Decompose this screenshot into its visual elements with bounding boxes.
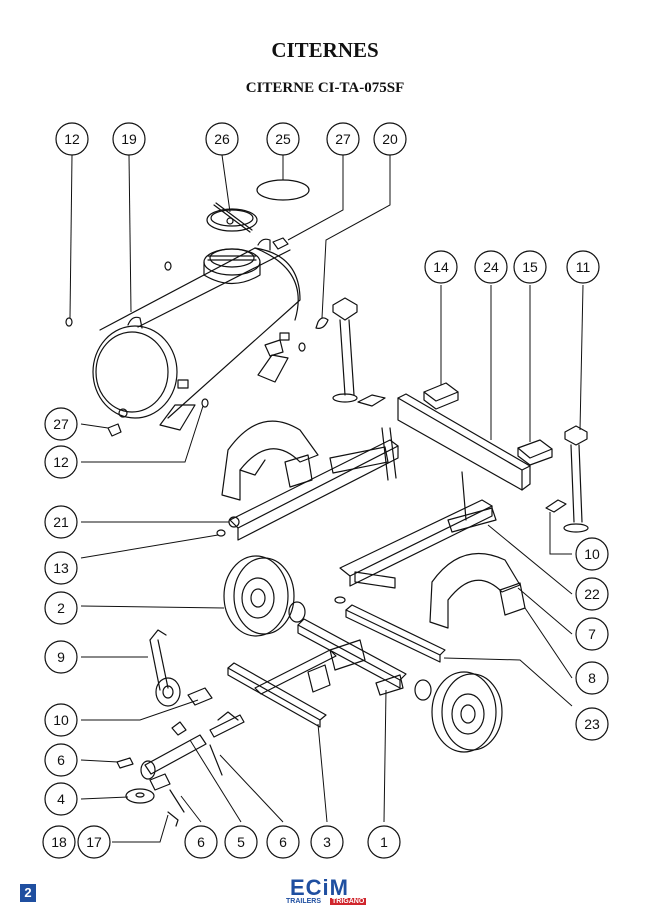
svg-text:19: 19 <box>121 131 137 147</box>
axle-drawing <box>288 601 432 701</box>
drawbar-drawing <box>227 649 337 728</box>
callout-23: 23 <box>575 707 609 741</box>
logo-sub-text: TRAILERS <box>286 898 321 905</box>
svg-text:15: 15 <box>522 259 538 275</box>
svg-text:11: 11 <box>576 259 591 275</box>
callout-9: 9 <box>44 640 78 674</box>
svg-text:23: 23 <box>584 716 600 732</box>
svg-text:27: 27 <box>335 131 351 147</box>
callout-6-left: 6 <box>44 743 78 777</box>
gasket-drawing <box>256 179 310 201</box>
callout-27-left: 27 <box>44 407 78 441</box>
callout-6-bottom-a: 6 <box>184 825 218 859</box>
brand-logo: ECiM TRAILERS TRIGANO <box>284 875 367 909</box>
svg-text:6: 6 <box>279 834 287 850</box>
beam-drawing <box>397 393 531 491</box>
svg-text:22: 22 <box>584 586 600 602</box>
callout-8: 8 <box>575 661 609 695</box>
svg-text:1: 1 <box>380 834 388 850</box>
support-stand-right <box>563 425 589 533</box>
svg-text:27: 27 <box>53 416 69 432</box>
svg-text:13: 13 <box>53 560 69 576</box>
svg-text:18: 18 <box>51 834 67 850</box>
callout-10-left: 10 <box>44 703 78 737</box>
svg-text:8: 8 <box>588 670 596 686</box>
svg-text:17: 17 <box>86 834 102 850</box>
svg-text:21: 21 <box>53 514 69 530</box>
leader-lines <box>69 154 584 843</box>
callout-3: 3 <box>310 825 344 859</box>
frame-22 <box>339 471 497 589</box>
lid-drawing <box>206 202 258 233</box>
svg-text:6: 6 <box>197 834 205 850</box>
callout-17: 17 <box>77 825 111 859</box>
callout-14: 14 <box>424 250 458 284</box>
wheel-left <box>223 555 295 637</box>
svg-text:2: 2 <box>57 600 65 616</box>
page-title: CITERNES <box>271 38 379 62</box>
svg-text:14: 14 <box>433 259 449 275</box>
callout-22: 22 <box>575 577 609 611</box>
callout-27-top: 27 <box>326 122 360 156</box>
svg-text:7: 7 <box>588 626 596 642</box>
page-number: 2 <box>20 884 36 902</box>
svg-text:3: 3 <box>323 834 331 850</box>
callout-21: 21 <box>44 505 78 539</box>
callout-18: 18 <box>42 825 76 859</box>
wheel-right <box>431 671 503 753</box>
callout-12-left: 12 <box>44 445 78 479</box>
svg-text:26: 26 <box>214 131 230 147</box>
svg-text:10: 10 <box>53 712 69 728</box>
svg-text:20: 20 <box>382 131 398 147</box>
jockey-wheel-drawing <box>149 629 213 707</box>
svg-text:24: 24 <box>483 259 499 275</box>
callout-12-top: 12 <box>55 122 89 156</box>
callout-24: 24 <box>474 250 508 284</box>
callout-2: 2 <box>44 591 78 625</box>
svg-text:10: 10 <box>584 546 600 562</box>
frame-21 <box>228 427 399 541</box>
svg-text:12: 12 <box>64 131 80 147</box>
logo-tag-text: TRIGANO <box>330 898 367 905</box>
mudguard-right <box>429 552 526 629</box>
callout-15: 15 <box>513 250 547 284</box>
svg-text:9: 9 <box>57 649 65 665</box>
callout-6-bottom-b: 6 <box>266 825 300 859</box>
support-stand-left <box>332 297 358 403</box>
callout-5: 5 <box>224 825 258 859</box>
callout-4: 4 <box>44 782 78 816</box>
callout-20: 20 <box>373 122 407 156</box>
callout-1: 1 <box>367 825 401 859</box>
callout-25: 25 <box>266 122 300 156</box>
svg-text:4: 4 <box>57 791 65 807</box>
callout-13: 13 <box>44 551 78 585</box>
callout-19: 19 <box>112 122 146 156</box>
svg-text:25: 25 <box>275 131 291 147</box>
svg-text:6: 6 <box>57 752 65 768</box>
callout-11: 11 <box>566 250 600 284</box>
callout-10-right: 10 <box>575 537 609 571</box>
page-subtitle: CITERNE CI-TA-075SF <box>245 80 405 96</box>
tank-drawing <box>92 238 306 431</box>
callout-26: 26 <box>205 122 239 156</box>
logo-main-text: ECiM <box>290 875 349 900</box>
svg-text:12: 12 <box>53 454 69 470</box>
svg-text:5: 5 <box>237 834 245 850</box>
cylinder-drawing <box>140 711 245 780</box>
plug-drawing <box>272 237 289 250</box>
mudguard-left <box>221 420 319 501</box>
callout-7: 7 <box>575 617 609 651</box>
